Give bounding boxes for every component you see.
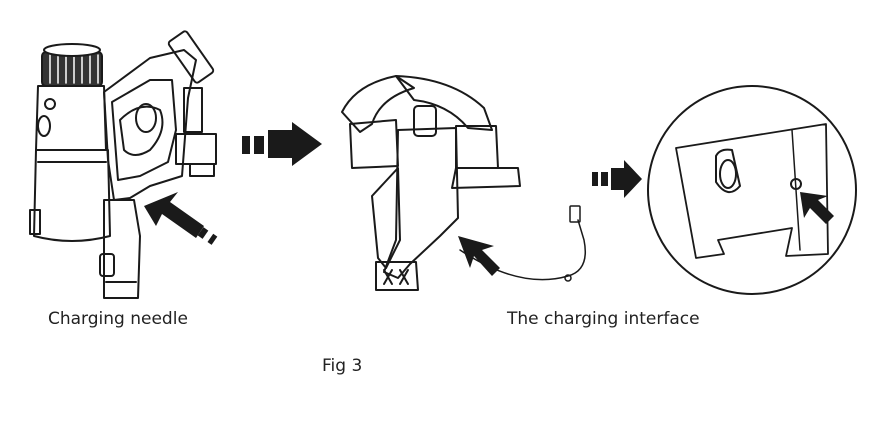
step-arrow-icon: [242, 122, 322, 166]
vacuum-cleaner-icon: [29, 30, 217, 299]
caption-charging-interface: The charging interface: [507, 309, 700, 329]
step-arrow-icon: [592, 160, 642, 198]
caption-charging-needle: Charging needle: [48, 309, 188, 329]
figure-label: Fig 3: [322, 356, 363, 376]
wall-bracket-icon: [341, 75, 586, 291]
pointer-arrow-icon: [458, 236, 500, 276]
pointer-arrow-icon: [800, 192, 834, 224]
magnifier-detail-icon: [647, 85, 857, 295]
pointer-arrow-icon: [144, 192, 218, 245]
